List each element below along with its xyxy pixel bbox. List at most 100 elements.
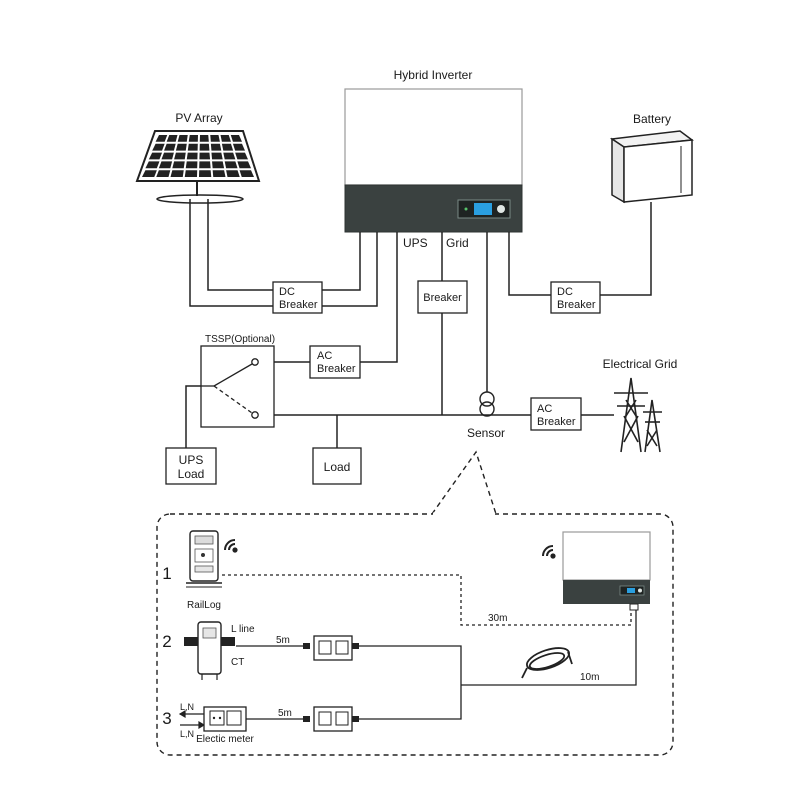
battery-icon [609,130,694,204]
solar-cell [155,135,168,142]
solar-cell [210,135,220,142]
load: Load [312,447,362,485]
sensor-transformer-icon [479,391,495,417]
solar-cell [199,161,211,169]
solar-cell [187,143,198,151]
electrical-grid-label: Electrical Grid [603,357,678,371]
sensor: Sensor [467,391,505,440]
ac-breaker-grid-line1: AC [537,403,552,415]
solar-cell [166,135,178,142]
solar-cell [177,135,188,142]
dc-breaker-battery: DC Breaker [550,281,601,314]
solar-cell [184,170,198,177]
solar-cell [170,170,184,177]
solar-cell [158,161,173,169]
solar-cell [186,152,198,160]
wifi-icon [542,545,556,559]
sensor-label: Sensor [467,426,505,440]
distance-5m-ct: 5m [276,635,290,646]
load-label: Load [324,460,351,474]
solar-cell [161,152,174,160]
solar-panel-icon [135,130,261,204]
dc-breaker-battery-line2: Breaker [557,299,596,311]
distance-10m: 10m [580,672,599,683]
hybrid-inverter: Hybrid Inverter UPS Grid [344,68,523,250]
rj45-connector-icon [313,635,353,661]
solar-cell [164,143,176,151]
distance-5m-meter: 5m [278,708,292,719]
electric-meter-icon [203,706,247,732]
solar-cell [211,152,223,160]
option-number-1: 1 [162,564,171,583]
solar-cell [239,170,254,177]
ln-top-label: L,N [180,702,194,712]
option-electric-meter: 3 L,N L,N Electic meter 5m [162,702,359,745]
electrical-grid: Electrical Grid [603,357,678,453]
dc-breaker-pv: DC Breaker [272,281,323,314]
solar-cell [210,143,222,151]
solar-cell [172,161,185,169]
solar-cell [199,143,210,151]
dc-breaker-battery-line1: DC [557,286,573,298]
solar-cell [142,170,157,177]
grid-breaker-label: Breaker [423,292,462,304]
distance-30m: 30m [488,613,507,624]
tssp-label: TSSP(Optional) [205,334,275,345]
sensor-detail-callout [156,450,674,756]
solar-cell [174,152,186,160]
l-line-label: L line [231,624,255,635]
grid-breaker: Breaker [417,280,468,314]
inverter-display-icon [457,199,511,219]
ups-load-line1: UPS [179,453,204,467]
pv-array: PV Array [135,111,261,204]
ups-port-label: UPS [403,236,428,250]
inverter-small-display-icon [619,585,645,596]
solar-cell [175,143,187,151]
ln-bottom-label: L,N [180,729,194,739]
rj45-connector-icon [313,706,353,732]
solar-cell [223,152,236,160]
pv-array-label: PV Array [175,111,222,125]
inverter-title: Hybrid Inverter [394,68,473,82]
solar-cell [232,143,245,151]
solar-cell [185,161,198,169]
electric-meter-label: Electic meter [196,734,254,745]
solar-cell [226,170,240,177]
solar-cell [221,143,234,151]
solar-cell [237,161,251,169]
solar-cell [220,135,231,142]
solar-cell [212,161,225,169]
raillog-comm-line [222,574,632,626]
raillog-label: RailLog [187,600,221,611]
ac-breaker-grid: AC Breaker [530,397,582,431]
tssp-switch: TSSP(Optional) [200,334,275,428]
raillog-device-icon [186,530,222,588]
ups-load-line2: Load [178,467,205,481]
ac-breaker-ups-line2: Breaker [317,363,356,375]
option-number-2: 2 [162,632,171,651]
wifi-icon [224,539,238,553]
battery: Battery [609,112,694,204]
option-raillog: 1 RailLog [162,530,238,611]
option-ct: 2 L line CT 5m [162,621,359,680]
solar-cell [224,161,238,169]
ac-breaker-grid-line2: Breaker [537,416,576,428]
arrow-icon [178,709,206,730]
dc-breaker-pv-line1: DC [279,286,295,298]
ac-breaker-ups: AC Breaker [309,345,361,379]
solar-cell [199,152,211,160]
option-number-3: 3 [162,709,171,728]
battery-label: Battery [633,112,671,126]
solar-cell [145,161,160,169]
solar-cell [199,135,209,142]
dc-breaker-pv-line2: Breaker [279,299,318,311]
solar-cell [188,135,198,142]
rj45-merge-lines [359,610,637,720]
solar-cell [235,152,248,160]
ups-load: UPS Load [165,447,217,485]
transmission-tower-icon [614,377,662,453]
solar-cell [199,170,212,177]
solar-cell [148,152,163,160]
solar-cell [230,135,242,142]
